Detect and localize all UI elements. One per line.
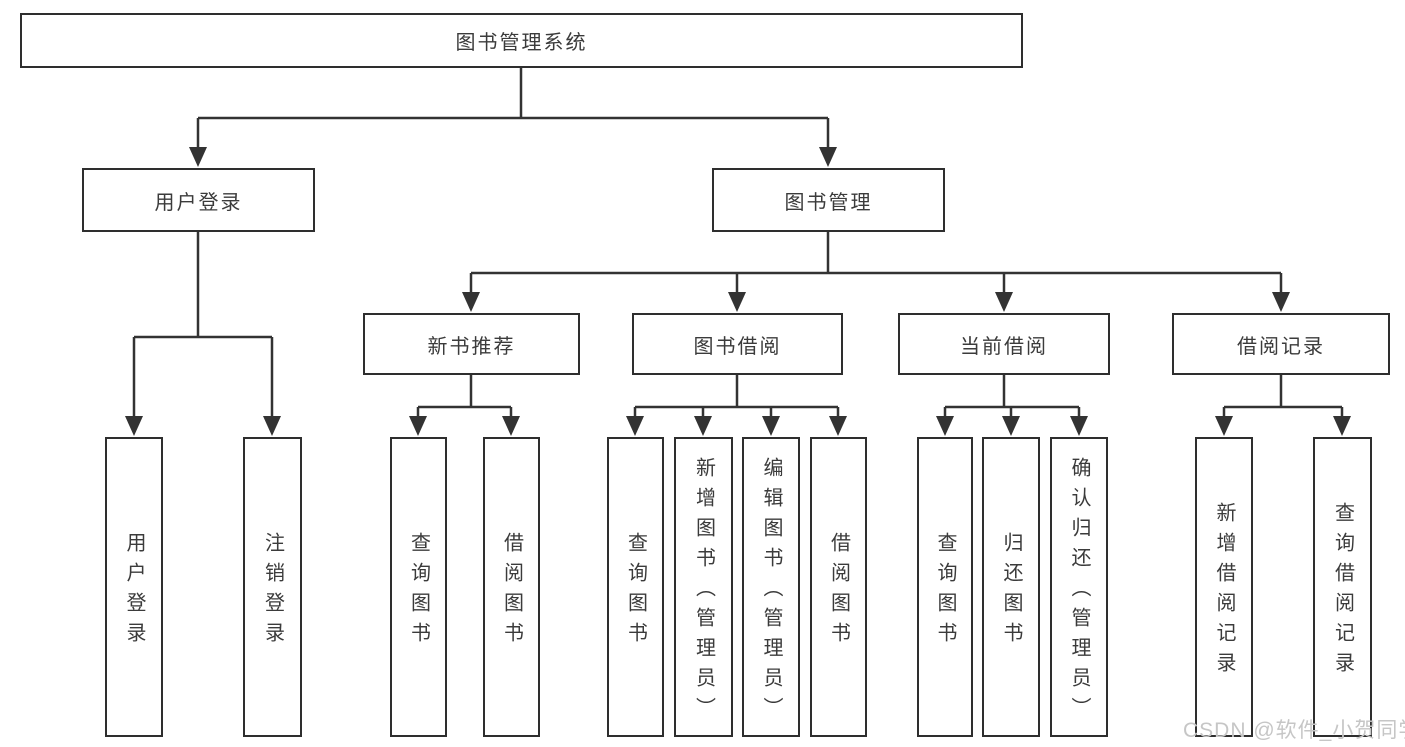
leaf-label: 新增图书（管理员） <box>692 457 715 727</box>
leaf-user-login: 用户登录 <box>105 437 163 737</box>
leaf-borrow-books: 借阅图书 <box>810 437 867 737</box>
leaf-label: 用户登录 <box>123 532 145 652</box>
leaf-label: 借阅图书 <box>500 532 523 652</box>
node-current-borrow-label: 当前借阅 <box>960 335 1048 358</box>
node-book-borrow-label: 图书借阅 <box>693 335 782 358</box>
leaf-label: 新增借阅记录 <box>1213 502 1235 682</box>
node-new-book-recommend: 新书推荐 <box>363 313 580 375</box>
node-borrow-records-label: 借阅记录 <box>1237 335 1325 358</box>
node-root: 图书管理系统 <box>20 13 1023 68</box>
node-book-management: 图书管理 <box>712 168 945 232</box>
leaf-query-books-recommend: 查询图书 <box>390 437 447 737</box>
leaf-query-books-borrow: 查询图书 <box>607 437 664 737</box>
csdn-watermark: CSDN @软件_小贺同学 <box>1183 719 1405 742</box>
node-user-login: 用户登录 <box>82 168 315 232</box>
leaf-label: 查询图书 <box>407 532 430 652</box>
leaf-query-books-current: 查询图书 <box>917 437 973 737</box>
leaf-confirm-return-admin: 确认归还（管理员） <box>1050 437 1108 737</box>
leaf-label: 归还图书 <box>1000 532 1022 652</box>
leaf-label: 查询图书 <box>624 532 647 652</box>
node-borrow-records: 借阅记录 <box>1172 313 1390 375</box>
leaf-edit-books-admin: 编辑图书（管理员） <box>742 437 800 737</box>
node-user-login-label: 用户登录 <box>154 191 243 214</box>
node-root-label: 图书管理系统 <box>455 32 588 54</box>
leaf-label: 注销登录 <box>261 532 284 652</box>
leaf-query-borrow-record: 查询借阅记录 <box>1313 437 1372 737</box>
leaf-add-borrow-record: 新增借阅记录 <box>1195 437 1253 737</box>
node-new-book-recommend-label: 新书推荐 <box>427 335 516 358</box>
leaf-borrow-books-recommend: 借阅图书 <box>483 437 540 737</box>
leaf-label: 编辑图书（管理员） <box>760 457 782 727</box>
leaf-label: 查询图书 <box>934 532 956 652</box>
leaf-return-books: 归还图书 <box>982 437 1040 737</box>
node-current-borrow: 当前借阅 <box>898 313 1110 375</box>
leaf-label: 查询借阅记录 <box>1331 502 1354 682</box>
leaf-add-books-admin: 新增图书（管理员） <box>674 437 733 737</box>
node-book-management-label: 图书管理 <box>784 191 873 214</box>
node-book-borrow: 图书借阅 <box>632 313 843 375</box>
leaf-label: 确认归还（管理员） <box>1068 457 1090 727</box>
leaf-logout: 注销登录 <box>243 437 302 737</box>
leaf-label: 借阅图书 <box>827 532 850 652</box>
